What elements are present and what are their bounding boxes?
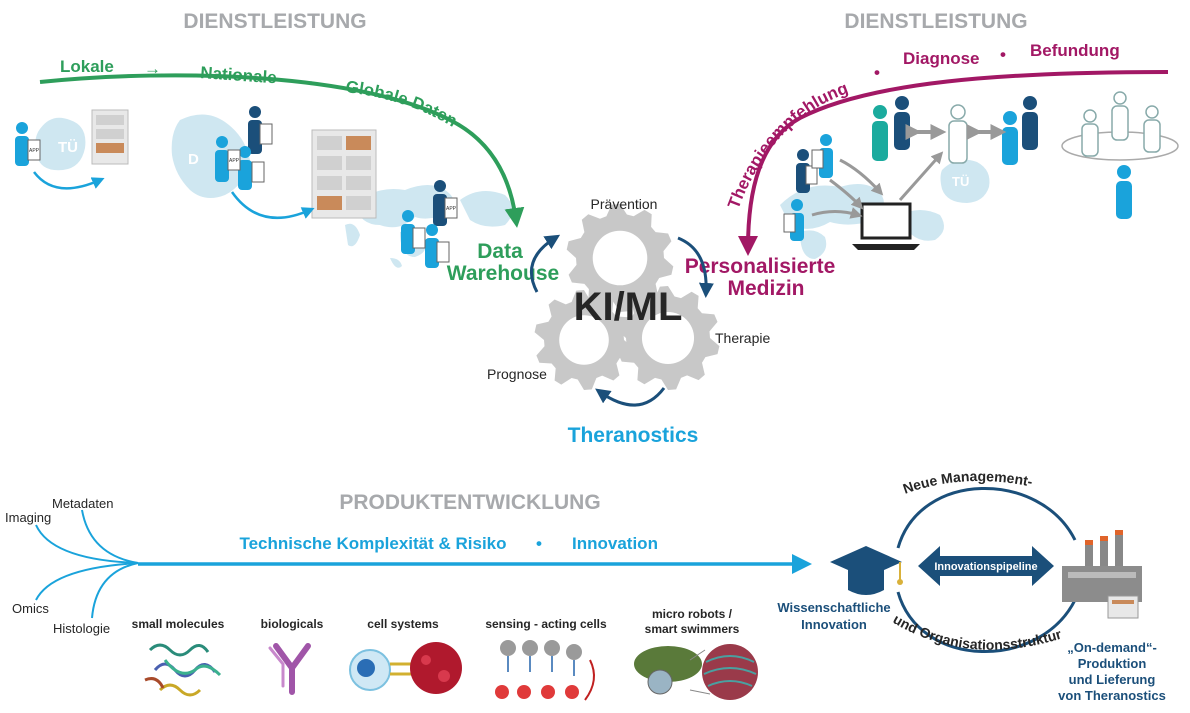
label-globale-daten-path: Globale Daten bbox=[345, 77, 461, 131]
label-und-organisationsstruktur-path: und Organisationsstruktur bbox=[891, 611, 1064, 653]
small-molecules-illustration bbox=[144, 643, 222, 697]
magenta-medicine-arc bbox=[738, 70, 1169, 256]
arrow-lokale-nationale: → bbox=[144, 59, 161, 78]
input-imaging: Imaging bbox=[5, 510, 51, 525]
sensing-acting-cells-illustration bbox=[495, 640, 595, 701]
input-metadaten: Metadaten bbox=[52, 496, 113, 511]
product-micro-robots: micro robots / bbox=[652, 607, 733, 621]
input-converging-lines bbox=[35, 509, 139, 619]
label-personalisierte: Personalisierte bbox=[685, 255, 836, 278]
product-biologicals: biologicals bbox=[261, 617, 324, 631]
person-icons-left bbox=[15, 106, 458, 268]
product-small-molecules: small molecules bbox=[132, 617, 225, 631]
innovation-loop-bottom bbox=[896, 591, 1077, 653]
label-globale-daten: Globale Daten bbox=[345, 77, 461, 131]
label-befundung: Befundung bbox=[1030, 41, 1120, 60]
header-dienstleistung-left: DIENSTLEISTUNG bbox=[183, 10, 366, 33]
label-warehouse: Warehouse bbox=[447, 262, 559, 285]
label-data: Data bbox=[477, 240, 523, 263]
server-icon-large bbox=[311, 129, 377, 219]
person-icons-right bbox=[783, 96, 1132, 241]
label-ondemand: „On-demand“- bbox=[1067, 640, 1157, 655]
doctor-icons bbox=[948, 91, 1179, 164]
dot-innovation: • bbox=[536, 534, 542, 553]
label-praevention: Prävention bbox=[591, 196, 658, 212]
product-sensing-acting-cells: sensing - acting cells bbox=[485, 617, 607, 631]
factory-icon bbox=[1062, 530, 1142, 619]
label-medizin: Medizin bbox=[728, 277, 805, 300]
label-lokale: Lokale bbox=[60, 57, 114, 76]
dot-1: • bbox=[874, 63, 880, 82]
product-smart-swimmers: smart swimmers bbox=[645, 622, 740, 636]
header-dienstleistung-right: DIENSTLEISTUNG bbox=[844, 10, 1027, 33]
laptop-icon bbox=[852, 202, 920, 250]
product-cell-systems: cell systems bbox=[367, 617, 439, 631]
innovation-loop-top bbox=[896, 487, 1077, 549]
innovationspipeline-arrow bbox=[918, 546, 1054, 586]
upload-arrow-1 bbox=[33, 171, 105, 190]
germany-map bbox=[171, 114, 250, 199]
input-histologie: Histologie bbox=[53, 621, 110, 636]
label-wiss-innovation: Innovation bbox=[801, 617, 867, 632]
label-produktion: Produktion bbox=[1078, 656, 1147, 671]
label-und-lieferung: und Lieferung bbox=[1069, 672, 1156, 687]
input-omics: Omics bbox=[12, 601, 49, 616]
arrows-to-laptop bbox=[811, 151, 944, 219]
cycle-arrows bbox=[529, 234, 714, 407]
tuebingen-map-right bbox=[940, 159, 990, 203]
gear-icon-bottom-right-hole bbox=[641, 311, 695, 365]
label-von-theranostics: von Theranostics bbox=[1058, 688, 1166, 703]
label-tue-right: TÜ bbox=[952, 174, 969, 189]
label-technische-komplexitaet: Technische Komplexität & Risiko bbox=[239, 534, 506, 553]
biologicals-illustration bbox=[268, 643, 311, 695]
green-data-arc bbox=[39, 73, 525, 228]
label-kiml: KI/ML bbox=[574, 285, 683, 329]
arrow-nationale-globale: → bbox=[300, 71, 317, 90]
label-d: D bbox=[188, 151, 199, 168]
tuebingen-map-left bbox=[35, 117, 86, 171]
cell-systems-illustration bbox=[349, 642, 462, 694]
upload-arrow-2 bbox=[230, 191, 315, 219]
gear-icon-bottom-left-hole bbox=[559, 315, 609, 365]
label-innovation: Innovation bbox=[572, 534, 658, 553]
app-label-2: APP bbox=[229, 158, 240, 164]
label-prognose: Prognose bbox=[487, 366, 547, 382]
gear-icon-top-hole bbox=[592, 230, 648, 286]
app-label-1: APP bbox=[29, 148, 40, 154]
micro-robots-illustration bbox=[634, 644, 758, 700]
label-therapie: Therapie bbox=[715, 330, 770, 346]
label-theranostics: Theranostics bbox=[568, 424, 699, 447]
label-innovationspipeline: Innovationspipeline bbox=[934, 561, 1037, 573]
label-diagnose: Diagnose bbox=[903, 49, 980, 68]
graduation-cap-icon bbox=[830, 546, 903, 595]
gears-group bbox=[534, 204, 720, 390]
server-icon-small bbox=[91, 109, 129, 165]
dot-2: • bbox=[1000, 45, 1006, 64]
label-tue-left: TÜ bbox=[58, 139, 78, 156]
label-wissenschaftliche: Wissenschaftliche bbox=[777, 600, 890, 615]
label-nationale: Nationale bbox=[200, 63, 278, 87]
app-label-3: APP bbox=[446, 206, 457, 212]
main-development-arrowhead bbox=[792, 554, 812, 574]
label-und-organisationsstruktur: und Organisationsstruktur bbox=[891, 611, 1064, 653]
header-produktentwicklung: PRODUKTENTWICKLUNG bbox=[339, 491, 600, 514]
